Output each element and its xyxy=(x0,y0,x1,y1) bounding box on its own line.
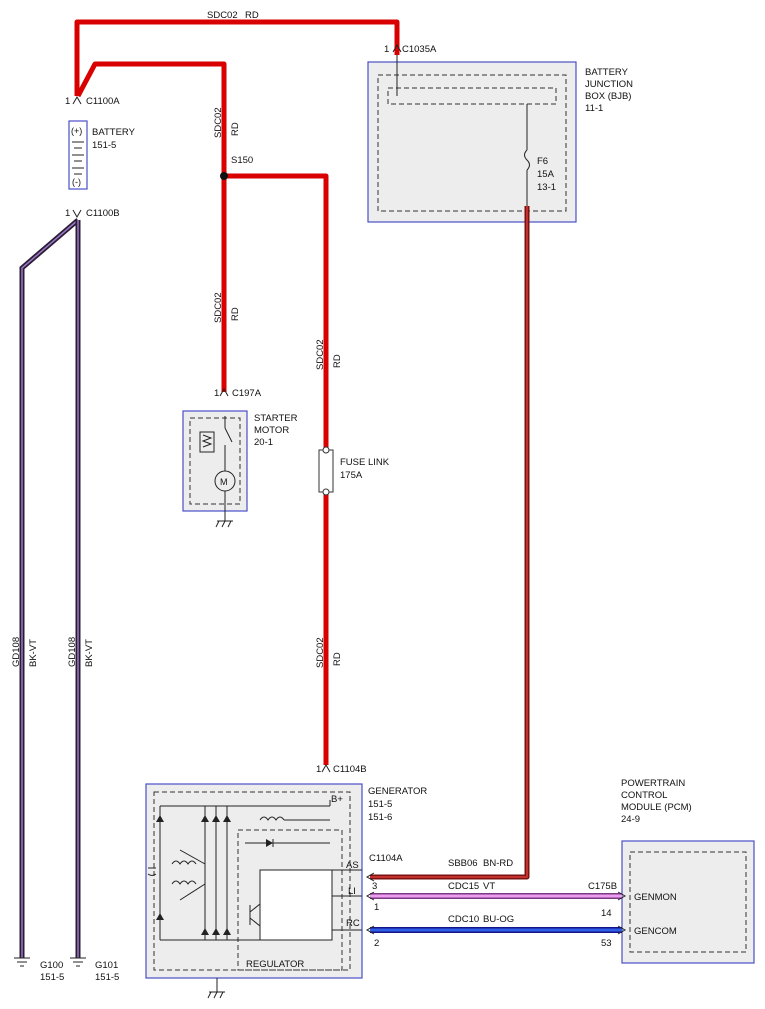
generator-term-rc: RC xyxy=(346,918,360,929)
wire-group xyxy=(19,19,622,958)
g100-name: G100 xyxy=(40,960,63,971)
c1035a-pin: 1 xyxy=(384,44,389,55)
c1104a-label: C1104A xyxy=(369,853,403,864)
c1104a-pin-rc: 2 xyxy=(374,938,379,949)
wire-battery-splice-color: RD xyxy=(230,122,241,136)
wire-sdc02-battery-splice xyxy=(75,61,227,176)
battery-symbol xyxy=(68,120,88,190)
wire-battery-splice-circuit: SDC02 xyxy=(213,107,224,138)
generator-name: GENERATOR xyxy=(368,786,427,797)
c175b-label: C175B xyxy=(588,881,617,892)
battery-junction-box xyxy=(367,61,577,223)
g101-name: G101 xyxy=(95,960,118,971)
generator-ref-1: 151-5 xyxy=(368,799,392,810)
wire-top-circuit: SDC02 xyxy=(207,10,238,21)
bjb-name-3: BOX (BJB) xyxy=(585,91,631,102)
wire-sbb06 xyxy=(370,206,528,878)
bjb-name-1: BATTERY xyxy=(585,67,629,78)
c175b-pin-genmon: 14 xyxy=(601,908,612,919)
pcm-name-1: POWERTRAIN xyxy=(621,778,685,789)
wire-g100-circuit: GD108 xyxy=(11,637,22,667)
fuse-f6-rating: 15A xyxy=(537,169,555,180)
wire-top-color: RD xyxy=(245,10,259,21)
starter-name-2: MOTOR xyxy=(254,425,289,436)
fuse-link-name: FUSE LINK xyxy=(340,457,390,468)
battery-ref: 151-5 xyxy=(92,140,116,151)
g100-ref: 151-5 xyxy=(40,972,64,983)
generator-regulator-label: REGULATOR xyxy=(246,959,304,970)
connector-arrows xyxy=(72,43,627,935)
generator-term-li: LI xyxy=(348,886,356,897)
c1104b-label: C1104B xyxy=(333,764,367,775)
pcm-ref: 24-9 xyxy=(621,814,640,825)
wire-splice-fuselink-color: RD xyxy=(332,354,343,368)
ground-symbols xyxy=(14,957,86,967)
c1104b-pin: 1 xyxy=(316,764,321,775)
wire-cdc15-color: VT xyxy=(483,881,495,892)
battery-plus: (+) xyxy=(71,126,82,136)
pcm-box xyxy=(621,840,755,964)
c175b-pin-gencom: 53 xyxy=(601,938,612,949)
wire-g100-color: BK-VT xyxy=(28,639,39,667)
c197a-label: C197A xyxy=(232,388,262,399)
pcm-name-3: MODULE (PCM) xyxy=(621,802,692,813)
c197a-pin: 1 xyxy=(214,388,219,399)
starter-name-1: STARTER xyxy=(254,413,298,424)
wire-gd108-g100 xyxy=(21,219,79,958)
wire-cdc10-circuit: CDC10 xyxy=(448,914,479,925)
fuse-f6-symbol xyxy=(524,149,530,171)
c1035a-label: C1035A xyxy=(402,44,437,55)
c1100a-pin: 1 xyxy=(65,96,70,107)
splice-s150-dot xyxy=(220,172,228,180)
wire-cdc15-circuit: CDC15 xyxy=(448,881,479,892)
pcm-name-2: CONTROL xyxy=(621,790,667,801)
wire-splice-starter-color: RD xyxy=(230,307,241,321)
pcm-pin-genmon: GENMON xyxy=(634,892,677,903)
starter-motor-symbol: M xyxy=(220,477,228,487)
wire-sdc02-top xyxy=(74,19,400,96)
wire-sbb06-circuit: SBB06 xyxy=(448,858,478,869)
bjb-name-2: JUNCTION xyxy=(585,79,633,90)
c1104a-pin-as: 1 xyxy=(374,902,379,913)
generator-box xyxy=(145,783,363,999)
generator-term-as: AS xyxy=(346,860,359,871)
starter-motor-box xyxy=(182,410,248,528)
g101-ref: 151-5 xyxy=(95,972,119,983)
starter-ref: 20-1 xyxy=(254,437,273,448)
c1100a-label: C1100A xyxy=(86,96,120,107)
battery-name: BATTERY xyxy=(92,127,136,138)
generator-term-bplus: B+ xyxy=(331,794,343,805)
wire-splice-fuselink-circuit: SDC02 xyxy=(315,339,326,370)
generator-ref-2: 151-6 xyxy=(368,812,392,823)
fuse-f6-ref: 13-1 xyxy=(537,182,556,193)
wire-splice-starter-circuit: SDC02 xyxy=(213,292,224,323)
battery-minus: (-) xyxy=(72,177,81,187)
wire-sdc02-splice-fuselink xyxy=(224,173,329,450)
fuse-link-symbol xyxy=(318,446,334,496)
splice-s150-label: S150 xyxy=(231,155,253,166)
wire-sbb06-color: BN-RD xyxy=(483,858,513,869)
fuse-link-rating: 175A xyxy=(340,470,363,481)
wire-g101-circuit: GD108 xyxy=(67,637,78,667)
fuse-f6-name: F6 xyxy=(537,156,548,167)
pcm-pin-gencom: GENCOM xyxy=(634,926,677,937)
bjb-ref: 11-1 xyxy=(585,103,603,114)
wire-cdc10-color: BU-OG xyxy=(483,914,514,925)
c1100b-pin: 1 xyxy=(65,208,70,219)
wire-fuselink-generator-color: RD xyxy=(332,652,343,666)
c1100b-label: C1100B xyxy=(86,208,120,219)
wire-fuselink-generator-circuit: SDC02 xyxy=(315,637,326,668)
wire-g101-color: BK-VT xyxy=(84,639,95,667)
c1104a-pin-li: 3 xyxy=(372,881,377,892)
